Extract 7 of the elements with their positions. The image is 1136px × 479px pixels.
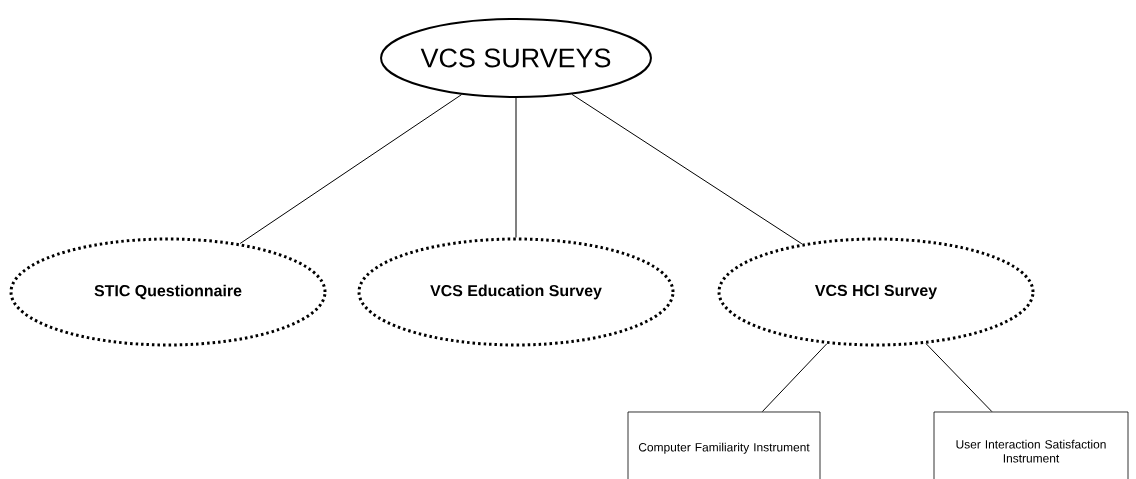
connector-line — [761, 343, 828, 413]
instrument-box: Computer Familiarity Instrument — [627, 411, 821, 479]
instrument-box: User Interaction Satisfaction Instrument — [933, 411, 1129, 479]
connector-line — [239, 94, 462, 244]
connector-line — [571, 93, 803, 245]
connector-line — [515, 97, 517, 238]
connector-line — [925, 343, 993, 413]
